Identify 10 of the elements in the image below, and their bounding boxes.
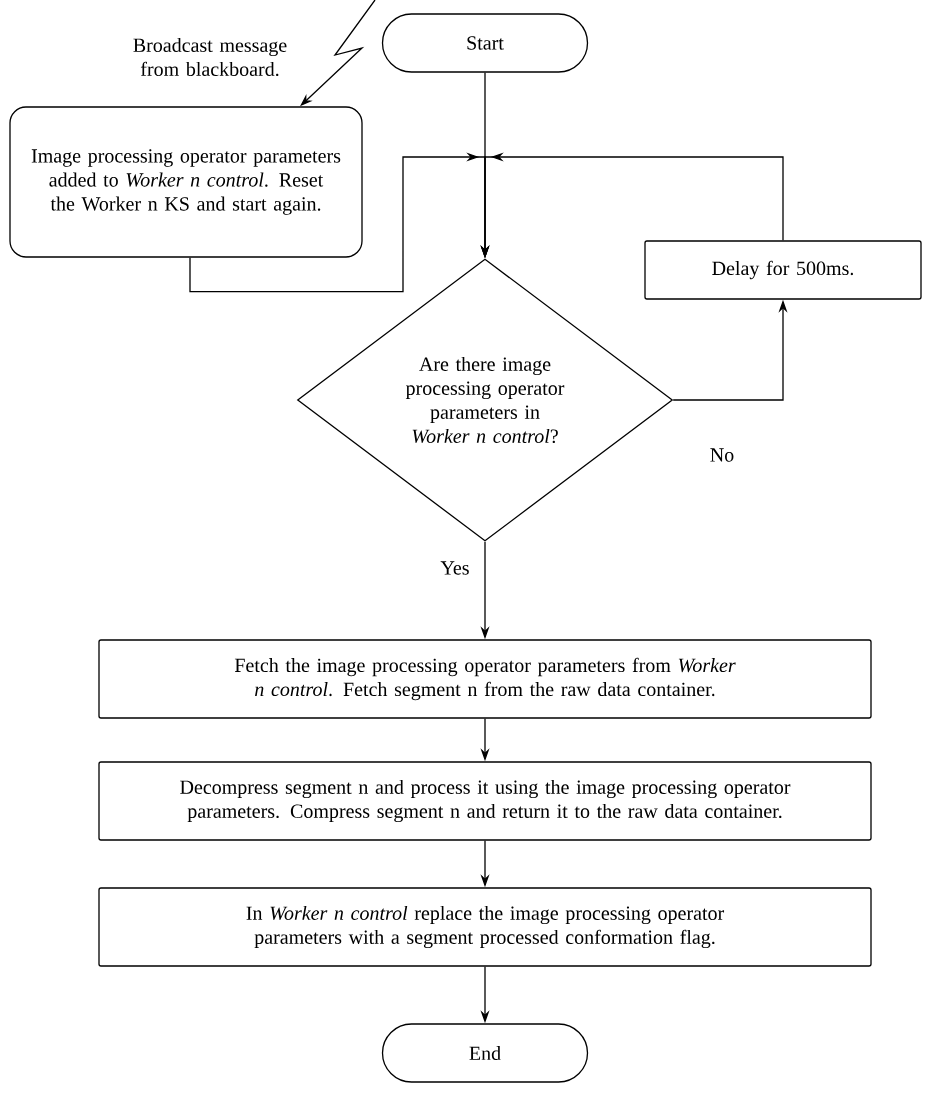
terminal-box: End — [381, 1023, 589, 1083]
edge-label: Broadcast message from blackboard. — [133, 37, 287, 77]
process-box: Fetch the image processing operator parameters from Worker n control. Fetch segment n from the raw data container. — [98, 639, 872, 719]
process-box: Delay for 500ms. — [644, 240, 922, 300]
process-box: Decompress segment n and process it using the image processing operator parameters. Compress segment n and return it to the raw data container. — [98, 761, 872, 841]
edge-label: No — [710, 448, 734, 462]
process-box: Image processing operator parameters added to Worker n control. Reset the Worker n KS and start again. — [9, 106, 363, 258]
terminal-box: Start — [381, 13, 589, 73]
edge-label: Yes — [440, 561, 469, 575]
process-box: In Worker n control replace the image processing operator parameters with a segment processed conformation flag. — [98, 887, 872, 967]
